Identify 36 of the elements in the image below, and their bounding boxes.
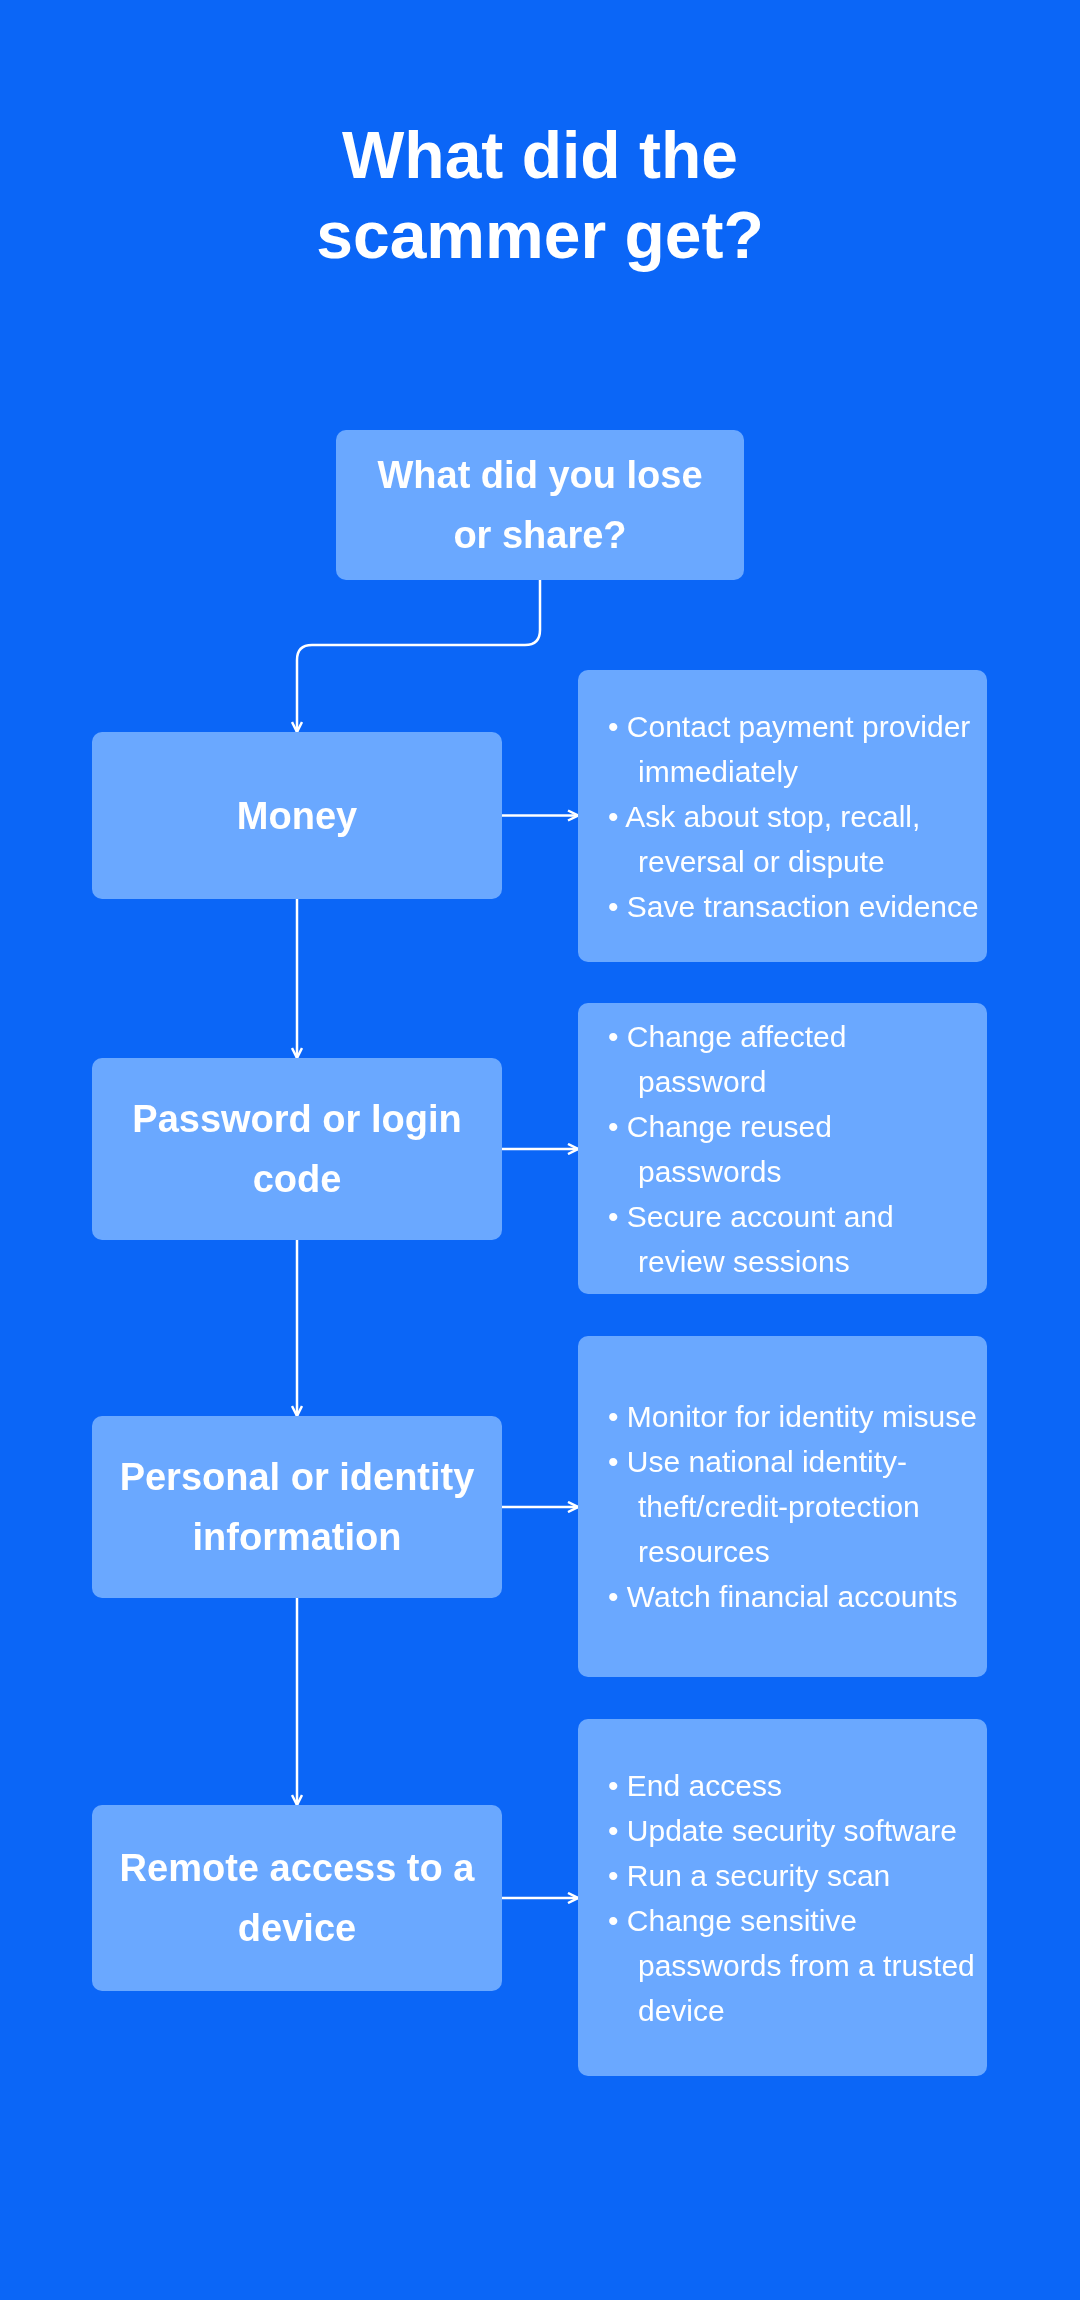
category-label: Money: [236, 793, 358, 839]
category-box: [92, 1058, 502, 1240]
category-label: What did you lose or share?: [376, 453, 704, 558]
category-box: [92, 1805, 502, 1991]
category-label: Remote access to a device: [118, 1846, 476, 1951]
title: What did the scammer get?: [315, 117, 765, 274]
bullet-item: • Update security software: [608, 1812, 958, 1849]
bullet-item: • Secure account and review sessions: [608, 1198, 895, 1280]
arrow: [290, 580, 542, 734]
bullet-item: • Change sensitive passwords from a trusted device: [608, 1902, 976, 2029]
action-box: [578, 1719, 987, 2076]
arrow: [502, 1891, 580, 1905]
bullet-item: • Watch financial accounts: [608, 1579, 959, 1615]
category-box: [336, 430, 744, 580]
action-box: [578, 1003, 987, 1294]
arrow: [290, 1598, 304, 1807]
arrow: [502, 1142, 580, 1156]
category-box: [92, 1416, 502, 1598]
bullet-item: • Change affected password: [608, 1018, 848, 1100]
category-label: Password or login code: [131, 1097, 463, 1202]
bullet-item: • Use national identity-theft/credit-protection resources: [608, 1444, 921, 1570]
bullet-item: • Save transaction evidence: [608, 888, 979, 925]
category-label: Personal or identity information: [118, 1455, 476, 1560]
bullet-item: • Ask about stop, recall, reversal or dispute: [608, 798, 922, 880]
bullet-item: • Change reused passwords: [608, 1108, 833, 1190]
category-box: [92, 732, 502, 899]
arrow: [502, 809, 580, 822]
action-box: [578, 670, 987, 962]
arrow: [502, 1500, 580, 1514]
arrow: [290, 899, 304, 1060]
arrow: [290, 1240, 304, 1418]
bullet-item: • End access: [608, 1767, 783, 1804]
bullet-item: • Run a security scan: [608, 1857, 892, 1894]
bullet-item: • Monitor for identity misuse: [608, 1399, 978, 1435]
bullet-item: • Contact payment provider immediately: [608, 708, 972, 790]
action-box: [578, 1336, 987, 1677]
